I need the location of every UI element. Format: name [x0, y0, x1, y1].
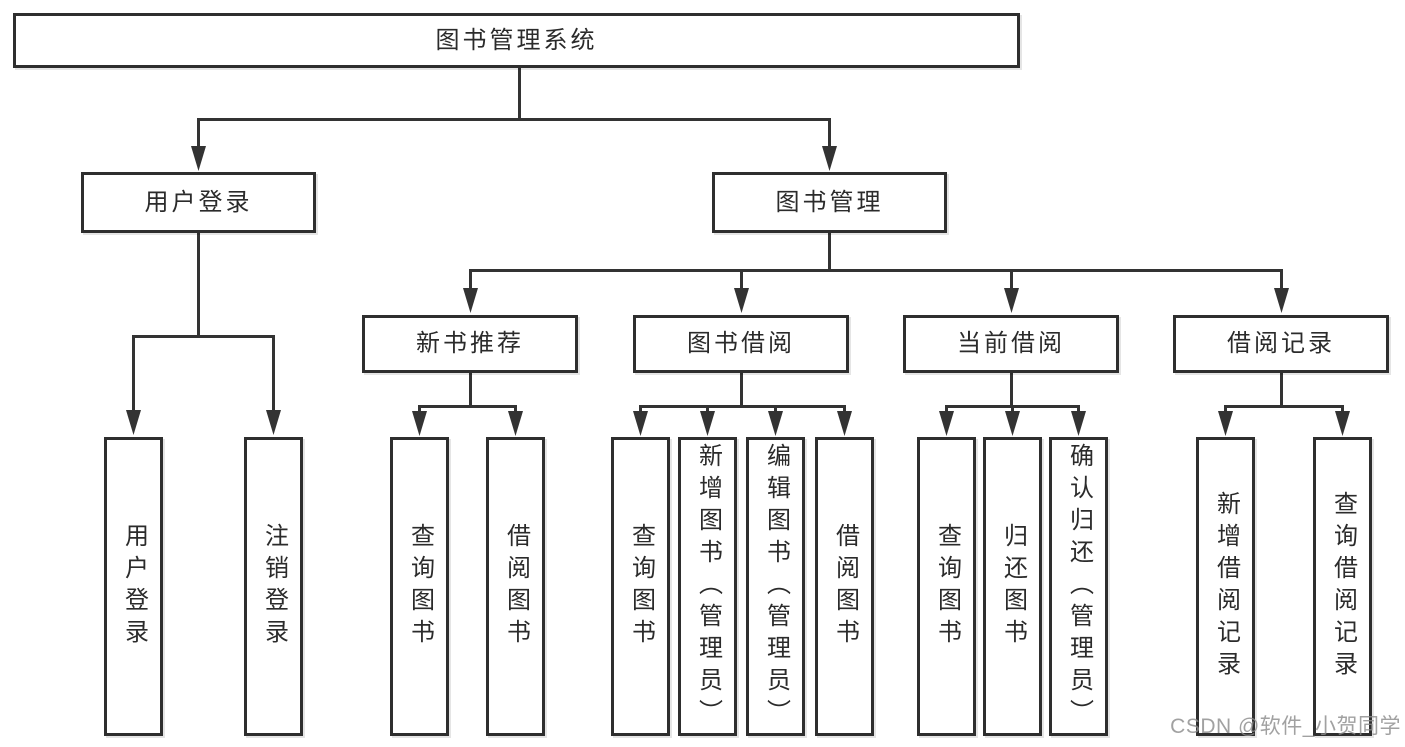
arrow-down-icon: [700, 411, 715, 436]
node-book-borrowing: 图书借阅: [633, 315, 849, 373]
leaf-borrow-books: 借阅图书: [815, 437, 874, 736]
connector-borrow-records-branch: [1218, 373, 1350, 436]
leaf-borrow-books: 借阅图书: [486, 437, 545, 736]
arrow-down-icon: [463, 288, 478, 313]
arrow-down-icon: [734, 288, 749, 313]
node-book-management: 图书管理: [712, 172, 947, 233]
leaf-confirm-return-admin: 确认归还（管理员）: [1049, 437, 1108, 736]
connector-book-borrow-branch: [633, 373, 852, 436]
connector-root-to-level2: [191, 68, 837, 171]
arrow-down-icon: [191, 146, 206, 171]
leaf-add-books-admin: 新增图书（管理员）: [678, 437, 737, 736]
node-borrowing-records: 借阅记录: [1173, 315, 1389, 373]
connector-line: [197, 68, 831, 147]
node-label: 确认归还（管理员）: [1065, 442, 1093, 731]
arrow-down-icon: [633, 411, 648, 436]
arrow-down-icon: [412, 411, 427, 436]
leaf-logout: 注销登录: [244, 437, 303, 736]
arrow-down-icon: [1004, 288, 1019, 313]
node-label: 图书管理: [775, 188, 884, 216]
node-label: 图书管理系统: [435, 26, 598, 54]
connector-line: [945, 373, 1080, 412]
connector-user-login-branch: [126, 233, 281, 435]
connector-line: [639, 373, 846, 412]
arrow-down-icon: [508, 411, 523, 436]
connector-new-book-branch: [412, 373, 523, 436]
arrow-down-icon: [1218, 411, 1233, 436]
arrow-down-icon: [822, 146, 837, 171]
csdn-watermark: CSDN @软件_小贺同学: [1170, 715, 1401, 738]
node-label: 借阅记录: [1227, 330, 1335, 357]
leaf-edit-books-admin: 编辑图书（管理员）: [746, 437, 805, 736]
connector-current-borrow-branch: [939, 373, 1086, 436]
connector-line: [469, 233, 1283, 289]
arrow-down-icon: [1335, 411, 1350, 436]
arrow-down-icon: [266, 410, 281, 435]
leaf-query-books: 查询图书: [611, 437, 670, 736]
arrow-down-icon: [126, 410, 141, 435]
node-label: 查询图书: [627, 522, 655, 651]
connector-line: [418, 373, 517, 412]
node-label: 查询借阅记录: [1329, 490, 1357, 683]
arrow-down-icon: [1005, 411, 1020, 436]
leaf-return-books: 归还图书: [983, 437, 1042, 736]
node-label: 借阅图书: [831, 522, 859, 651]
connector-line: [1224, 373, 1344, 412]
arrow-down-icon: [837, 411, 852, 436]
node-new-book-recommendation: 新书推荐: [362, 315, 578, 373]
connector-book-management-branch: [463, 233, 1289, 313]
node-library-management-system: 图书管理系统: [13, 13, 1020, 68]
node-label: 用户登录: [120, 522, 148, 651]
node-label: 归还图书: [999, 522, 1027, 651]
leaf-add-borrow-record: 新增借阅记录: [1196, 437, 1255, 736]
leaf-user-login: 用户登录: [104, 437, 163, 736]
connector-line: [132, 233, 275, 411]
node-label: 图书借阅: [687, 330, 795, 357]
node-label: 新书推荐: [416, 330, 524, 357]
node-user-login: 用户登录: [81, 172, 316, 233]
node-label: 编辑图书（管理员）: [762, 442, 790, 731]
node-label: 当前借阅: [957, 330, 1065, 357]
leaf-query-books: 查询图书: [917, 437, 976, 736]
arrow-down-icon: [939, 411, 954, 436]
arrow-down-icon: [1071, 411, 1086, 436]
node-label: 用户登录: [144, 188, 253, 216]
arrow-down-icon: [1274, 288, 1289, 313]
node-label: 注销登录: [260, 522, 288, 651]
arrow-down-icon: [768, 411, 783, 436]
node-current-borrowing: 当前借阅: [903, 315, 1119, 373]
node-label: 查询图书: [406, 522, 434, 651]
node-label: 查询图书: [933, 522, 961, 651]
node-label: 借阅图书: [502, 522, 530, 651]
node-label: 新增借阅记录: [1212, 490, 1240, 683]
node-label: 新增图书（管理员）: [694, 442, 722, 731]
leaf-query-borrow-record: 查询借阅记录: [1313, 437, 1372, 736]
leaf-query-books: 查询图书: [390, 437, 449, 736]
